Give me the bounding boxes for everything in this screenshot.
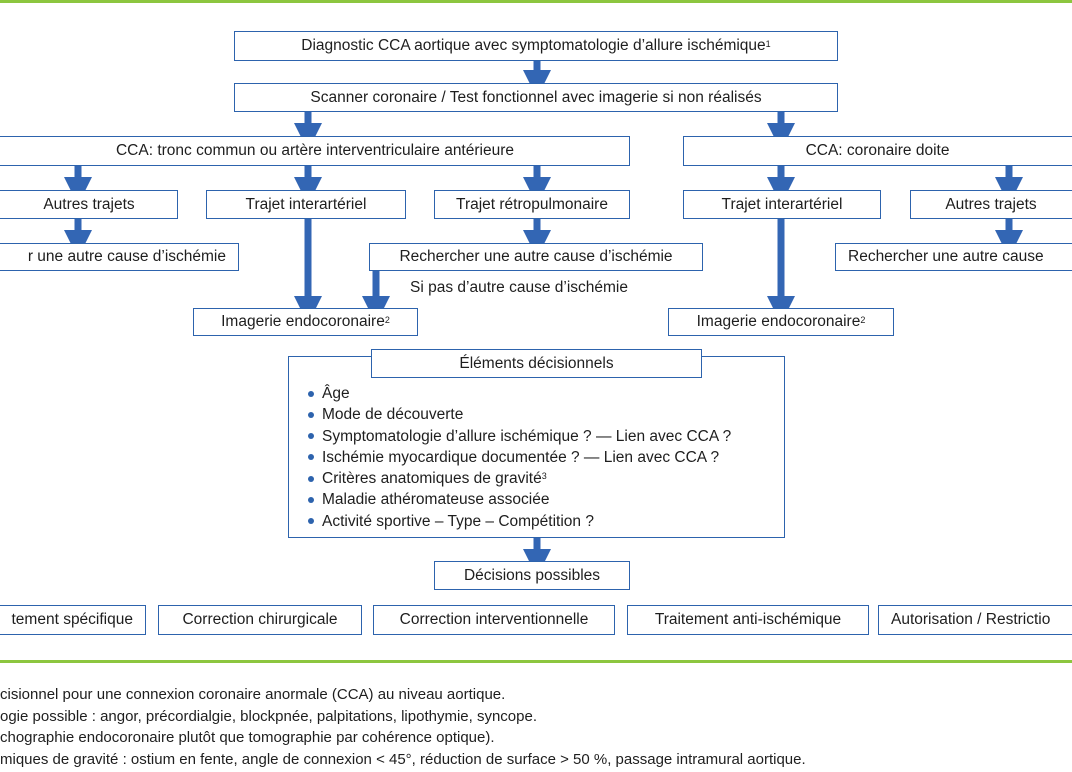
footnote-line: ogie possible : angor, précordialgie, bl… [0,707,537,725]
footnote-line: cisionnel pour une connexion coronaire a… [0,686,506,703]
bullet-icon [308,496,314,503]
left-retropulmonary-box: Trajet rétropulmonaire [434,190,630,219]
scanner-label: Scanner coronaire / Test fonctionnel ave… [310,88,762,106]
left-branch-label: CCA: tronc commun ou artère interventric… [115,142,514,160]
if-no-other-cause-note: Si pas d’autre cause d’ischémie [410,279,628,296]
decision-element-item: Âge [306,383,731,404]
right-search-cause-box: Rechercher une autre cause [835,243,1072,271]
middle-search-cause-label: Rechercher une autre cause d’ischémie [399,248,673,266]
decision-element-item: Symptomatologie d’allure ischémique ? — … [306,426,731,447]
left-imaging-footnote-ref: 2 [384,314,390,325]
decision-element-text: Symptomatologie d’allure ischémique ? — … [322,427,732,445]
right-interarterial-box: Trajet interartériel [683,190,881,219]
bullet-icon [308,454,314,461]
decision-option-interventional: Correction interventionnelle [373,605,615,635]
decision-element-text: Ischémie myocardique documentée ? — Lien… [322,448,720,466]
diagnostic-label: Diagnostic CCA aortique avec symptomatol… [301,37,766,55]
right-branch-label: CCA: coronaire doite [805,142,950,160]
decision-element-item: Mode de découverte [306,404,731,425]
top-rule [0,0,1072,3]
decision-element-footnote-ref: 3 [541,471,547,482]
diagnostic-box: Diagnostic CCA aortique avec symptomatol… [234,31,838,61]
decision-elements-title-box: Éléments décisionnels [371,349,702,378]
left-other-paths-label: Autres trajets [43,195,135,213]
decision-option-label: Correction interventionnelle [399,611,589,629]
left-interarterial-label: Trajet interartériel [245,195,367,213]
decision-option-surgical: Correction chirurgicale [158,605,362,635]
bottom-rule [0,660,1072,663]
decision-option-authorisation: Autorisation / Restrictio [878,605,1072,635]
decision-element-item: Ischémie myocardique documentée ? — Lien… [306,447,731,468]
possible-decisions-label: Décisions possibles [463,566,601,584]
footnotes: cisionnel pour une connexion coronaire a… [0,684,1072,770]
left-retropulmonary-label: Trajet rétropulmonaire [456,195,608,213]
decision-element-text: Maladie athéromateuse associée [322,491,550,509]
footnote-line: miques de gravité : ostium en fente, ang… [0,750,806,768]
decision-element-item: Critères anatomiques de gravité3 [306,468,731,489]
decision-element-text: Mode de découverte [322,406,464,424]
right-interarterial-label: Trajet interartériel [721,195,843,213]
bullet-icon [308,390,314,397]
decision-elements-frame [288,356,785,538]
middle-search-cause-box: Rechercher une autre cause d’ischémie [369,243,703,271]
bullet-icon [308,433,314,440]
right-imaging-label: Imagerie endocoronaire [696,313,861,331]
left-imaging-label: Imagerie endocoronaire [221,313,385,331]
decision-element-item: Activité sportive – Type – Compétition ? [306,511,731,532]
right-branch-box: CCA: coronaire doite [683,136,1072,166]
decision-option-label: tement spécifique [11,611,134,629]
right-other-paths-box: Autres trajets [910,190,1072,219]
right-search-cause-label: Rechercher une autre cause [848,248,1044,266]
decision-element-text: Activité sportive – Type – Compétition ? [322,512,594,530]
decision-option-anti-ischemic: Traitement anti-ischémique [627,605,869,635]
bullet-icon [308,411,314,418]
decision-element-text: Âge [322,385,350,402]
left-search-cause-label: r une autre cause d’ischémie [27,248,226,266]
left-search-cause-box: r une autre cause d’ischémie [0,243,239,271]
footnote-line: chographie endocoronaire plutôt que tomo… [0,729,495,746]
decision-option-label: Correction chirurgicale [182,611,338,629]
decision-option-label: Autorisation / Restrictio [891,611,1051,629]
diagnostic-footnote-ref: 1 [765,38,771,49]
right-imaging-footnote-ref: 2 [860,314,866,325]
bullet-icon [308,475,314,482]
possible-decisions-box: Décisions possibles [434,561,630,590]
left-other-paths-box: Autres trajets [0,190,178,219]
left-interarterial-box: Trajet interartériel [206,190,406,219]
decision-elements-title: Éléments décisionnels [459,354,614,372]
right-other-paths-label: Autres trajets [945,195,1037,213]
scanner-box: Scanner coronaire / Test fonctionnel ave… [234,83,838,112]
left-branch-box: CCA: tronc commun ou artère interventric… [0,136,630,166]
decision-option-specific-treatment: tement spécifique [0,605,146,635]
decision-elements-list: Âge Mode de découverte Symptomatologie d… [306,383,731,532]
decision-element-item: Maladie athéromateuse associée [306,489,731,510]
decision-element-text: Critères anatomiques de gravité [322,470,542,488]
decision-option-label: Traitement anti-ischémique [654,611,842,629]
bullet-icon [308,518,314,525]
